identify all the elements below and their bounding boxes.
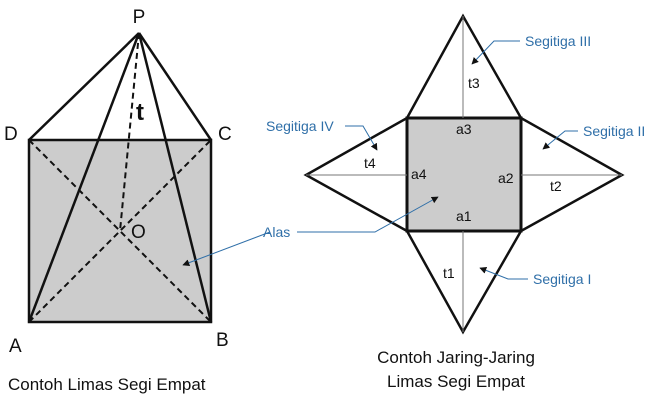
edge-pb xyxy=(137,32,213,323)
callout-arrow-segitiga-1 xyxy=(479,267,528,280)
net-triangle-top xyxy=(404,13,524,120)
edge-pd xyxy=(28,32,140,141)
callout-arrow-alas-right xyxy=(297,196,439,233)
net-triangle-bottom xyxy=(404,229,524,335)
callout-label-alas: Alas xyxy=(263,224,290,240)
callout-arrow-segitiga-2 xyxy=(542,130,578,150)
callout-label-segitiga-1: Segitiga I xyxy=(533,271,591,287)
edge-pa xyxy=(27,32,141,323)
net-label-a1: a1 xyxy=(456,208,472,224)
net-label-t2: t2 xyxy=(550,178,562,194)
net-figure: a3 a1 a4 a2 t3 t1 t4 t2 Segitiga III Seg… xyxy=(263,13,645,391)
center-label-o: O xyxy=(131,222,146,243)
vertex-label-c: C xyxy=(218,124,232,145)
net-label-a4: a4 xyxy=(411,166,427,182)
vertex-label-d: D xyxy=(4,124,18,145)
net-label-a3: a3 xyxy=(456,121,472,137)
net-label-t1: t1 xyxy=(443,265,455,281)
net-caption-line2: Limas Segi Empat xyxy=(387,372,525,391)
alas-arrow-left xyxy=(182,231,271,267)
vertex-label-b: B xyxy=(216,330,229,351)
pyramid-height-line xyxy=(119,32,140,232)
height-label-t: t xyxy=(136,99,144,126)
callout-label-segitiga-3: Segitiga III xyxy=(525,33,591,49)
callout-label-segitiga-2: Segitiga II xyxy=(583,123,645,139)
net-label-t4: t4 xyxy=(364,155,376,171)
callout-arrow-segitiga-4 xyxy=(345,125,378,151)
callout-label-segitiga-4: Segitiga IV xyxy=(266,118,334,134)
callout-arrow-segitiga-3 xyxy=(471,40,520,65)
vertex-label-a: A xyxy=(9,336,22,357)
base-diagonal-ac xyxy=(28,139,212,323)
net-label-t3: t3 xyxy=(468,75,480,91)
pyramid-caption: Contoh Limas Segi Empat xyxy=(8,375,206,394)
edge-pc xyxy=(137,32,213,141)
net-label-a2: a2 xyxy=(498,170,514,186)
net-caption-line1: Contoh Jaring-Jaring xyxy=(377,348,535,367)
vertex-label-p: P xyxy=(133,7,146,28)
pyramid-figure: P D C A B O t Contoh Limas Segi Empat xyxy=(4,7,271,394)
base-diagonal-bd xyxy=(28,139,212,323)
